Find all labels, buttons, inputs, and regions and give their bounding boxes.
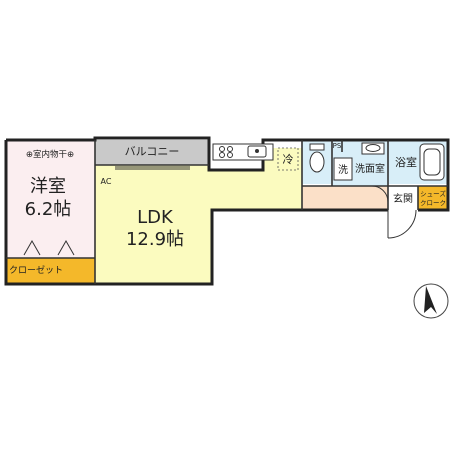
washer-space [333, 157, 353, 181]
interior-walls [6, 140, 448, 284]
shoe-cloak-label-2: クローク [420, 199, 446, 207]
entrance-floor [388, 186, 418, 210]
kitchen-counter [212, 143, 274, 161]
washroom-label: 洗面室 [355, 162, 385, 175]
fridge-space [277, 147, 299, 171]
exterior-walls [4, 136, 450, 286]
ldk-name: LDK [137, 207, 174, 228]
ldk-size: 12.9帖 [126, 229, 184, 250]
bathroom-label: 浴室 [395, 155, 417, 169]
balcony-window [115, 166, 190, 170]
balcony-label: バルコニー [125, 145, 180, 158]
toilet-icon [309, 143, 325, 173]
north-arrow-icon [413, 283, 449, 319]
western-room-size: 6.2帖 [25, 199, 72, 220]
entrance-door [387, 209, 417, 239]
ps-label: PS [333, 142, 342, 150]
fridge-label: 冷 [283, 153, 294, 166]
western-room-name: 洋室 [30, 176, 66, 197]
bathroom-door [371, 185, 389, 203]
western-room-floor [6, 140, 95, 258]
closet-label: クローゼット [9, 264, 63, 276]
washer-label: 洗 [338, 164, 348, 176]
entrance-label: 玄関 [393, 192, 413, 205]
bathtub-icon [419, 143, 445, 181]
corridor-floor [302, 186, 388, 210]
ldk-floor [95, 148, 302, 284]
washbasin-icon [361, 142, 385, 155]
indoor-drying-label: ⊕室内物干⊕ [26, 149, 74, 160]
shoe-cloak-floor [418, 186, 448, 210]
shoe-cloak-label-1: シューズ [420, 189, 446, 198]
western-room-door [23, 239, 75, 256]
ac-label: AC [101, 177, 112, 186]
closet-floor [6, 258, 95, 284]
balcony-floor [95, 140, 209, 165]
